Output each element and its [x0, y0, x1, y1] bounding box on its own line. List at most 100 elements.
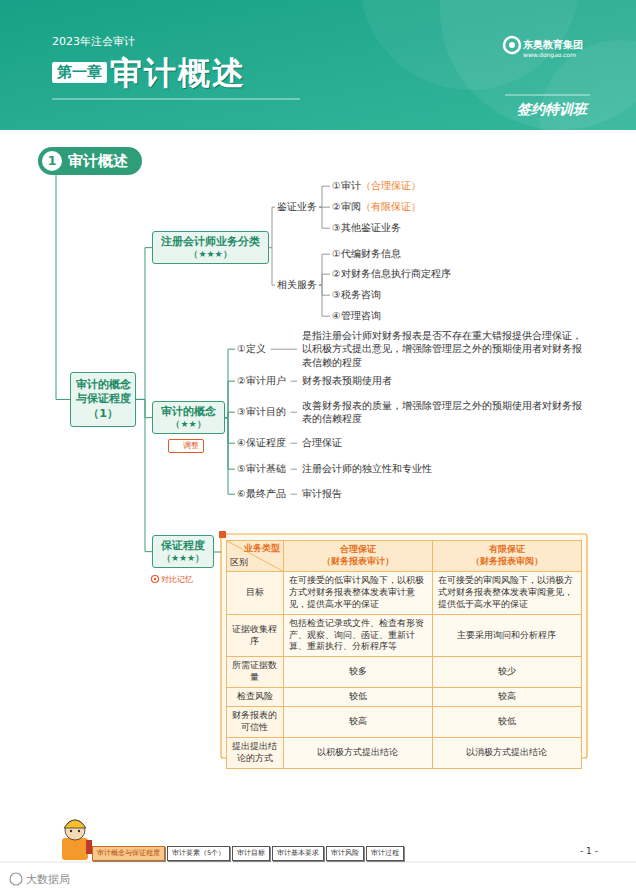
- header-subtitle: 2023年注会审计: [52, 34, 135, 49]
- mindmap-node: ⑥最终产品: [235, 487, 288, 501]
- tree-connector: [225, 418, 235, 470]
- cell-text: 较低: [289, 691, 427, 703]
- logo-mark: [509, 42, 515, 48]
- table-cell: 较低: [283, 688, 432, 707]
- header-text: （财务报表审阅）: [438, 556, 576, 568]
- table-cell: 财务报表的可信性: [227, 707, 284, 738]
- star-rating: （★★★）: [161, 553, 205, 565]
- item-text: ③审计目的: [237, 406, 286, 417]
- logo-mark: [504, 37, 520, 53]
- item-text: ①代编财务信息: [332, 248, 401, 259]
- mindmap-node: 保证程度（★★★）: [152, 535, 214, 568]
- tree-connector: [319, 285, 330, 316]
- footer-rule: [0, 862, 636, 863]
- item-text: ②对财务信息执行商定程序: [332, 268, 451, 279]
- table-row: 证据收集程序包括检查记录或文件、检查有形资产、观察、询问、函证、重新计算、重新执…: [227, 614, 582, 657]
- mindmap-node: ②审计用户: [235, 374, 288, 388]
- cell-text: 较高: [289, 716, 427, 728]
- item-text: ①审计: [332, 180, 361, 191]
- nav-tab: 审计概念与保证程度: [92, 846, 165, 861]
- value-text: 改善财务报表的质量，增强除管理层之外的预期使用者对财务报表的信赖程度: [302, 400, 582, 424]
- tree-connector: [319, 285, 330, 295]
- mindmap-node: 改善财务报表的质量，增强除管理层之外的预期使用者对财务报表的信赖程度: [300, 398, 590, 427]
- watermark: 大数据局: [26, 872, 70, 887]
- mindmap-node: 调整: [168, 439, 204, 453]
- chapter-title: 审计概述: [110, 52, 246, 96]
- mindmap-node: 审计报告: [300, 487, 344, 501]
- nav-tab: 审计目标: [232, 846, 270, 861]
- mindmap-node: ③税务咨询: [330, 288, 383, 302]
- cell-text: 所需证据数量: [232, 660, 278, 684]
- table-cell: 提出提出结论的方式: [227, 737, 284, 768]
- root-text: 审计概述: [68, 152, 128, 171]
- item-text: ③税务咨询: [332, 289, 381, 300]
- mindmap-node: 鉴证业务: [275, 200, 319, 214]
- table-cell: 在可接受的低审计风险下，以积极方式对财务报表整体发表审计意见，提供高水平的保证: [283, 572, 432, 615]
- table-cell: 目标: [227, 572, 284, 615]
- star-rating: （★★）: [161, 419, 216, 431]
- cell-text: 提出提出结论的方式: [232, 741, 278, 765]
- category-text: 注册会计师业务分类: [161, 235, 260, 249]
- mindmap-node: 注册会计师业务分类（★★★）: [152, 231, 269, 264]
- table-cell: 较多: [283, 657, 432, 688]
- header-subtitle-text: 2023年注会审计: [52, 35, 135, 48]
- table-cell: 主要采用询问和分析程序: [432, 614, 581, 657]
- header-rule: [52, 99, 300, 100]
- note-text: 对比记忆: [161, 574, 193, 585]
- cell-text: 财务报表的可信性: [232, 710, 278, 734]
- item-text: ④管理咨询: [332, 310, 381, 321]
- item-text: ①定义: [237, 343, 266, 354]
- table-cell: 所需证据数量: [227, 657, 284, 688]
- star-rating: （★★★）: [161, 249, 260, 261]
- tree-connector: [136, 248, 152, 400]
- table-row: 检查风险较低较高: [227, 688, 582, 707]
- nav-tab: 审计风险: [326, 846, 364, 861]
- mindmap-node: ③其他鉴证业务: [330, 221, 403, 235]
- header-circle: [540, 40, 636, 200]
- mindmap-node: ⑤审计基础: [235, 462, 288, 476]
- table-cell: 包括检查记录或文件、检查有形资产、观察、询问、函证、重新计算、重新执行、分析程序…: [283, 614, 432, 657]
- mindmap-node: ①代编财务信息: [330, 247, 403, 261]
- mindmap-node: ④管理咨询: [330, 309, 383, 323]
- tree-connector: [319, 207, 330, 228]
- table-row: 提出提出结论的方式以积极方式提出结论以消极方式提出结论: [227, 737, 582, 768]
- chapter-number-text: 第一章: [57, 63, 102, 81]
- table-header: 合理保证（财务报表审计）: [283, 541, 432, 572]
- logo-text-text: 东奥教育集团: [523, 39, 583, 50]
- tree-connector: [136, 399, 152, 417]
- header-rule: [505, 95, 590, 96]
- table-cell: 以积极方式提出结论: [283, 737, 432, 768]
- mindmap-node: 是指注册会计师对财务报表是否不存在重大错报提供合理保证，以积极方式提出意见，增强…: [300, 328, 590, 370]
- corner-text: 区别: [230, 557, 248, 569]
- tree-connector: [319, 186, 330, 207]
- item-text: ②审阅: [332, 201, 361, 212]
- table-cell: 较高: [283, 707, 432, 738]
- table-cell: 较高: [432, 688, 581, 707]
- category-text: 保证程度: [161, 539, 205, 553]
- item-text: 财务报表预期使用者: [302, 375, 392, 386]
- table-cell: 在可接受的审阅风险下，以消极方式对财务报表整体发表审阅意见，提供低于高水平的保证: [432, 572, 581, 615]
- cell-text: 检查风险: [232, 691, 278, 703]
- table-row: 所需证据数量较多较少: [227, 657, 582, 688]
- tree-connector: [56, 175, 70, 399]
- item-text: ②审计用户: [237, 375, 286, 386]
- mindmap-node: 审计的概念（★★）: [152, 401, 225, 434]
- cell-text: 在可接受的审阅风险下，以消极方式对财务报表整体发表审阅意见，提供低于高水平的保证: [438, 575, 576, 611]
- table-header: 有限保证（财务报表审阅）: [432, 541, 581, 572]
- item-text: 鉴证业务: [277, 201, 317, 212]
- section-number: 1: [42, 151, 62, 171]
- frame-corner: [219, 531, 226, 538]
- mindmap-node: 注册会计师的独立性和专业性: [300, 462, 434, 476]
- nav-tab: 审计过程: [366, 846, 404, 861]
- header-text: 有限保证: [438, 544, 576, 556]
- item-text: 注册会计师的独立性和专业性: [302, 463, 432, 474]
- item-text: ③其他鉴证业务: [332, 222, 401, 233]
- mindmap-node: 相关服务: [275, 278, 319, 292]
- tree-connector: [319, 274, 330, 285]
- compare-icon: [152, 576, 159, 583]
- logo-text: 东奥教育集团: [523, 38, 583, 52]
- cell-text: 证据收集程序: [232, 624, 278, 648]
- cell-text: 包括检查记录或文件、检查有形资产、观察、询问、函证、重新计算、重新执行、分析程序…: [289, 618, 427, 654]
- logo-url: www.dongao.com: [523, 51, 576, 58]
- mindmap-node: ④保证程度: [235, 436, 288, 450]
